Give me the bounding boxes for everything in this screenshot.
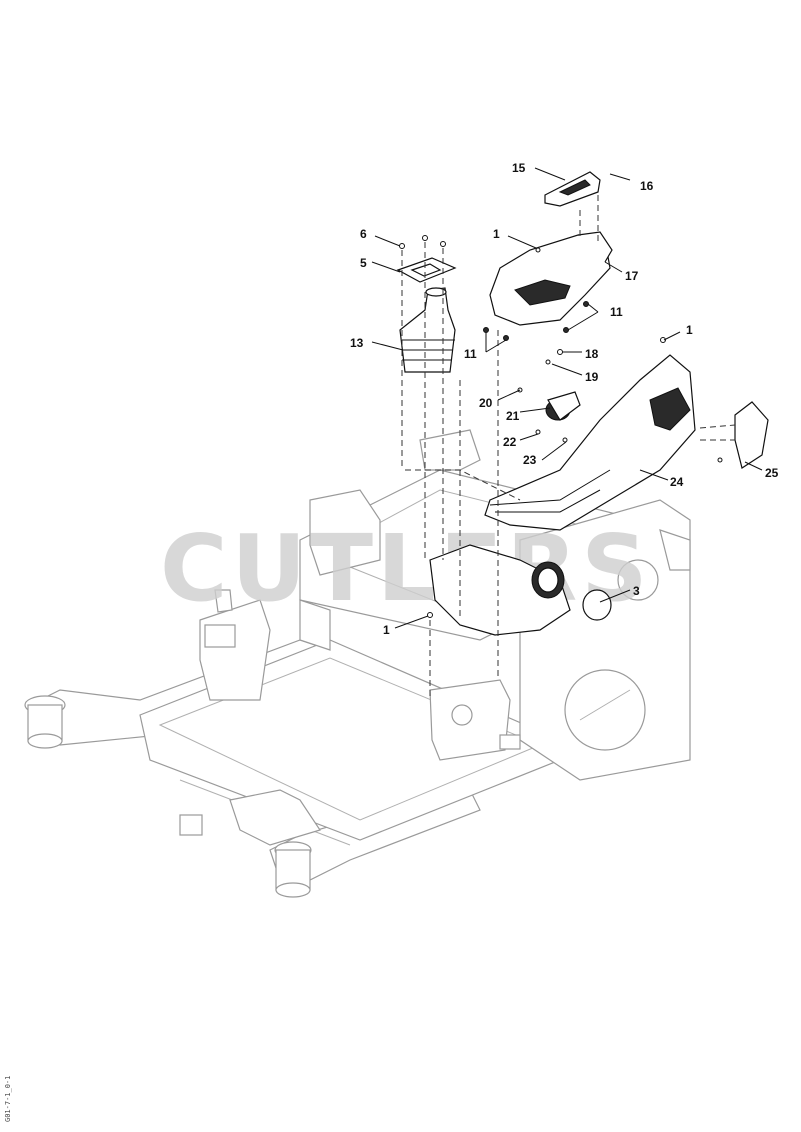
drawing-code: G01-7-1_0-1: [2, 1070, 16, 1130]
part-13-boot: [399, 287, 456, 373]
callout-labels: 15 16 6 1 5 17 11 13 11 1 18 19 20 21 22…: [350, 161, 779, 637]
callout-13: 13: [350, 336, 364, 350]
watermark-text: CUTLERS: [160, 515, 652, 622]
callout-11-right: 11: [610, 305, 623, 319]
callout-11-left: 11: [464, 347, 477, 361]
callout-21: 21: [506, 409, 520, 423]
callout-18: 18: [585, 347, 599, 361]
callout-22: 22: [503, 435, 517, 449]
exploded-parts: [396, 171, 769, 636]
part-3-plug: [582, 589, 612, 621]
callout-1-top: 1: [493, 227, 500, 241]
drawing-code-text: G01-7-1_0-1: [4, 1075, 12, 1122]
callout-1-right: 1: [686, 323, 693, 337]
callout-3: 3: [633, 584, 640, 598]
callout-5: 5: [360, 256, 367, 270]
callout-20: 20: [479, 396, 493, 410]
alignment-lines: [401, 195, 736, 700]
callout-16: 16: [640, 179, 654, 193]
callout-6: 6: [360, 227, 367, 241]
part-24-shroud: [484, 354, 696, 531]
callout-25: 25: [765, 466, 779, 480]
callout-1-bottom: 1: [383, 623, 390, 637]
callout-17: 17: [625, 269, 639, 283]
callout-24: 24: [670, 475, 684, 489]
callout-leaders: [371, 167, 763, 629]
callout-19: 19: [585, 370, 599, 384]
part-17-console-cover: [489, 234, 611, 326]
screws-part-6: [399, 235, 446, 249]
console-housing: [429, 544, 571, 636]
part-25-panel: [734, 401, 769, 469]
callout-23: 23: [523, 453, 537, 467]
callout-15: 15: [512, 161, 526, 175]
part-21-knob: [545, 391, 581, 421]
